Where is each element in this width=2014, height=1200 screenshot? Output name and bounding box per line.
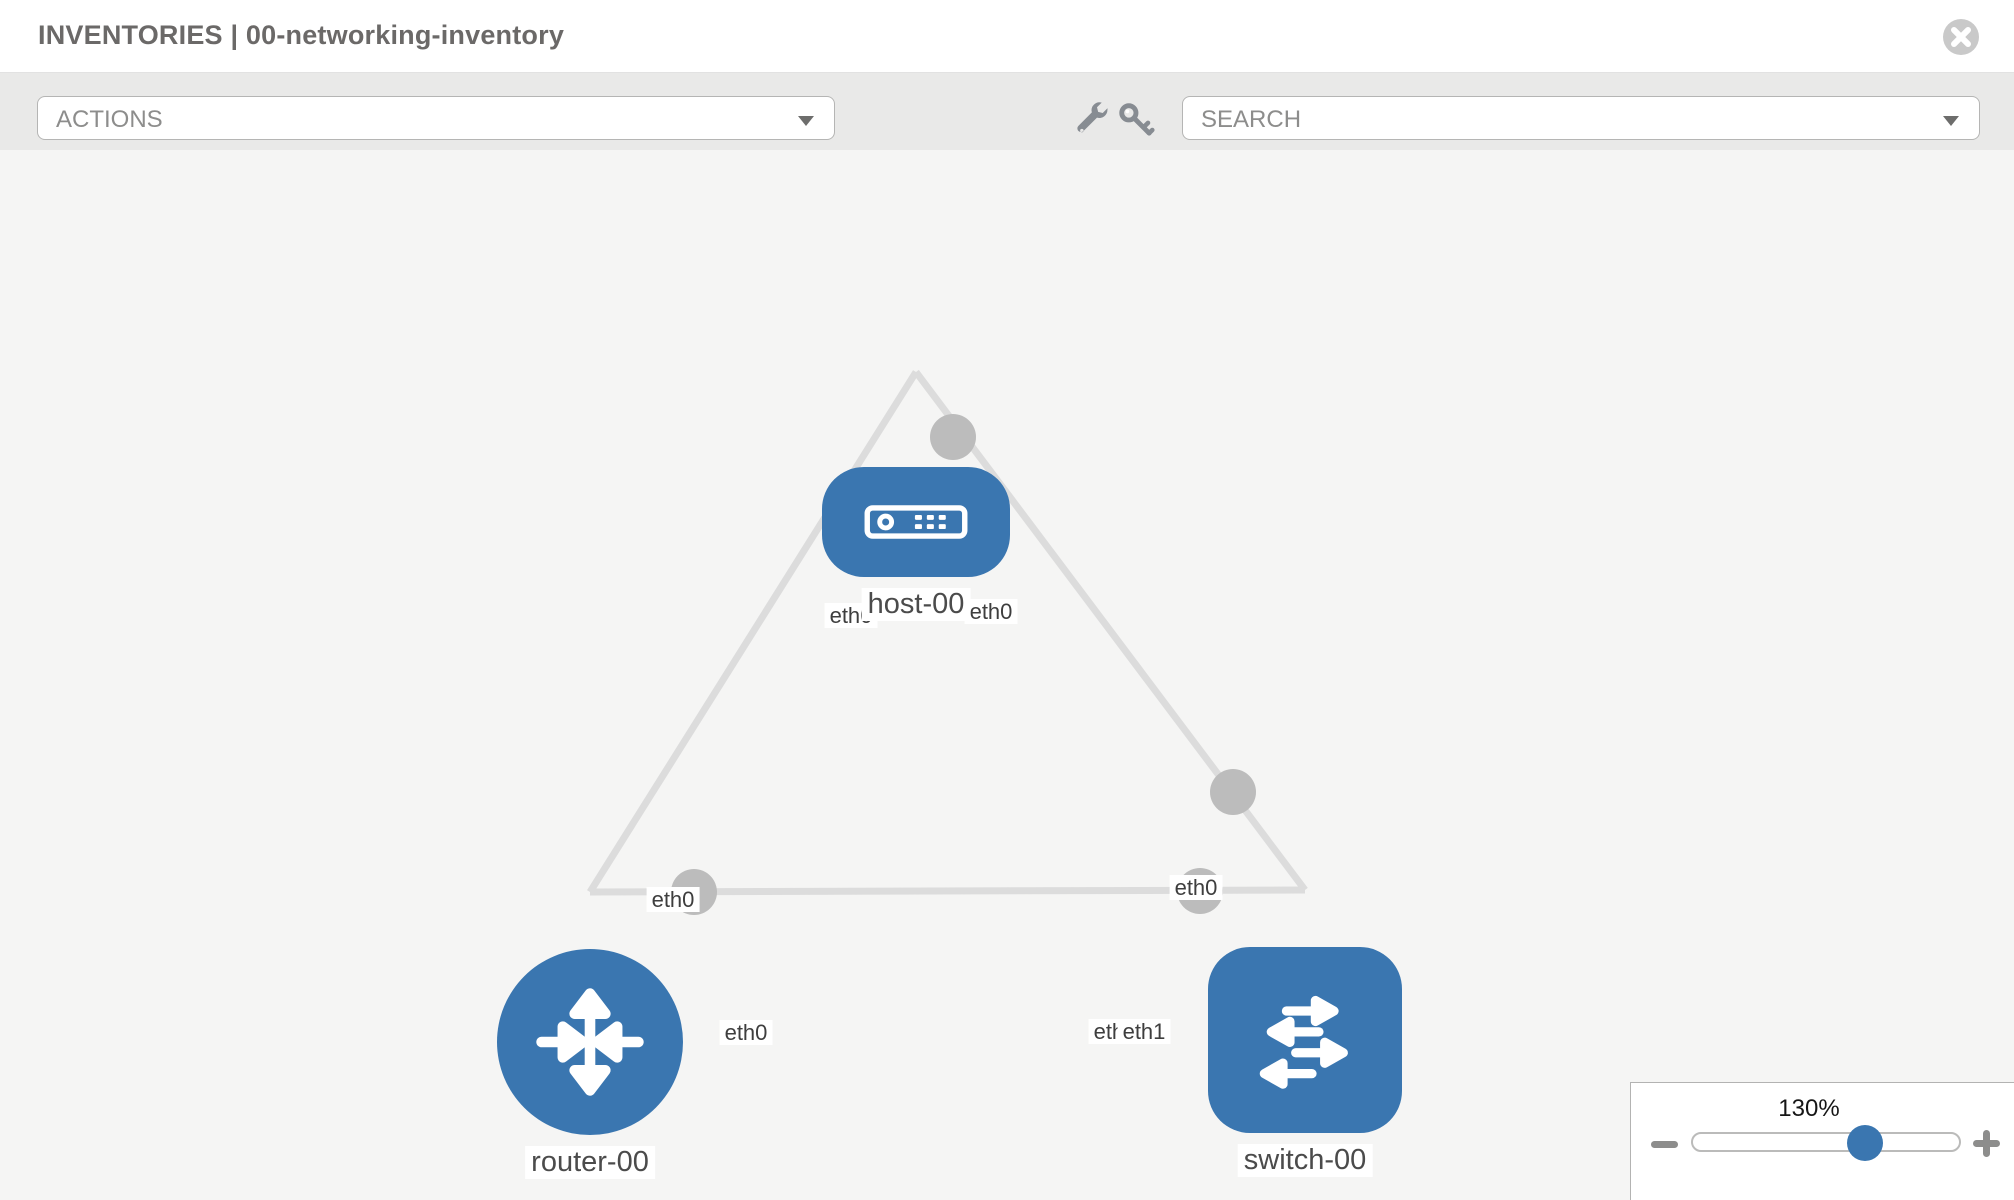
configure-button[interactable] xyxy=(1071,100,1113,142)
search-dropdown-label: SEARCH xyxy=(1201,106,1302,133)
switch-icon xyxy=(1259,995,1348,1089)
node-label-switch-00: switch-00 xyxy=(1237,1144,1373,1177)
wrench-icon xyxy=(1077,102,1108,133)
interface-dot xyxy=(1210,769,1256,815)
node-router-00[interactable] xyxy=(497,949,683,1135)
zoom-level-value: 130% xyxy=(1778,1095,1840,1122)
router-icon xyxy=(536,988,644,1096)
link-host-router xyxy=(587,370,919,894)
search-dropdown[interactable]: SEARCH xyxy=(1182,96,1980,140)
node-switch-00[interactable] xyxy=(1208,947,1402,1133)
node-label-host-00: host-00 xyxy=(861,588,971,621)
zoom-slider-handle[interactable] xyxy=(1847,1125,1883,1161)
link-host-switch xyxy=(913,369,1308,893)
interface-label: eth0 xyxy=(1169,875,1223,901)
close-icon xyxy=(1943,19,1979,55)
interface-dot xyxy=(930,414,976,460)
key-icon xyxy=(1119,103,1155,136)
zoom-in-button[interactable] xyxy=(1969,1125,2005,1163)
zoom-control: 130% xyxy=(1630,1082,2014,1200)
actions-dropdown-label: ACTIONS xyxy=(56,106,163,133)
interface-label: eth0 xyxy=(964,599,1018,625)
interface-label: eth0 xyxy=(646,887,700,913)
node-host-00[interactable] xyxy=(822,467,1010,577)
chevron-down-icon xyxy=(1943,116,1959,126)
host-icon xyxy=(864,505,968,539)
zoom-out-button[interactable] xyxy=(1649,1133,1683,1155)
plus-icon xyxy=(1983,1130,1990,1157)
page-title: INVENTORIES | 00-networking-inventory xyxy=(38,20,565,50)
interface-label: eth1 xyxy=(1117,1019,1171,1045)
node-label-router-00: router-00 xyxy=(525,1146,655,1179)
zoom-slider-track[interactable] xyxy=(1691,1132,1961,1152)
minus-icon xyxy=(1651,1141,1678,1148)
topology-canvas[interactable]: host-00 router-00 switch-00 eth0 eth0 et… xyxy=(0,150,2014,1200)
chevron-down-icon xyxy=(798,116,814,126)
topology-links-layer xyxy=(587,369,1308,915)
window-header: INVENTORIES | 00-networking-inventory xyxy=(0,0,2014,73)
toolbar: ACTIONS SEARCH xyxy=(0,73,2014,151)
credentials-button[interactable] xyxy=(1115,100,1157,142)
actions-dropdown[interactable]: ACTIONS xyxy=(37,96,835,140)
close-button[interactable] xyxy=(1941,17,1981,57)
interface-label: eth0 xyxy=(719,1020,773,1046)
